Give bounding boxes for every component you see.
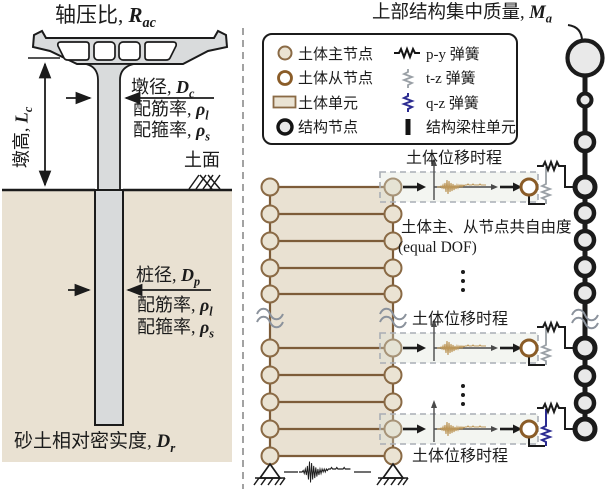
pile-stirrup-label: 配箍率, ρs <box>137 317 215 341</box>
soil-slave-nodes <box>519 177 539 439</box>
soil-displacement-boxes <box>379 158 539 445</box>
legend-soil-master-label: 土体主节点 <box>298 46 374 63</box>
input-ground-motion-wave <box>284 460 371 484</box>
py-spring <box>537 320 575 349</box>
pier-diameter-label: 墩径, Dc <box>131 77 195 101</box>
equal-dof-label-en: (equal DOF) <box>398 239 477 256</box>
tz-spring <box>539 328 553 365</box>
structure-node-icon <box>272 117 298 137</box>
sand-density-label: 砂土相对密实度, Dr <box>14 431 176 455</box>
beam-column-icon <box>390 117 426 137</box>
slave-link <box>528 437 545 447</box>
py-spring-icon <box>390 46 426 61</box>
pier-height-arrow <box>28 57 60 187</box>
slave-link <box>528 356 545 366</box>
structure-nodes <box>565 38 605 442</box>
qz-spring <box>539 409 553 446</box>
girder-cross-section <box>31 29 229 65</box>
soil-displacement-label-bottom: 土体位移时程 <box>412 448 509 465</box>
ellipsis-dots <box>461 270 465 406</box>
pile-diameter-label: 桩径, Dp <box>136 265 201 289</box>
pile-rebar-label: 配筋率, ρl <box>137 295 213 319</box>
equal-dof-label-cn: 土体主、从节点共自由度 <box>401 219 572 236</box>
soil-mesh <box>253 177 409 486</box>
pier-stirrup-label: 配箍率, ρs <box>133 120 211 144</box>
pier-height-label: 墩高, Lc <box>11 106 36 169</box>
soil-displacement-label-mid: 土体位移时程 <box>412 311 509 328</box>
tz-spring <box>539 167 553 204</box>
soil-displacement-label-top: 土体位移时程 <box>406 150 503 167</box>
legend-tz-spring-label: t-z 弹簧 <box>426 71 476 88</box>
ground-hatch-icon <box>188 174 221 190</box>
slave-link <box>528 195 545 205</box>
soil-slave-node-icon <box>272 69 298 87</box>
ground-surface-label: 土面 <box>184 150 220 170</box>
py-spring <box>537 159 575 188</box>
legend-structure-node-label: 结构节点 <box>298 120 359 137</box>
soil-element-icon <box>272 94 298 110</box>
mass-leader <box>567 24 583 42</box>
legend-qz-spring-label: q-z 弹簧 <box>426 95 479 112</box>
legend-soil-element-label: 土体单元 <box>298 95 359 112</box>
axial-ratio-label: 轴压比, Rac <box>55 3 156 32</box>
legend-soil-slave-label: 土体从节点 <box>298 71 374 88</box>
lumped-mass-node <box>565 38 605 78</box>
pile-shaft <box>94 189 124 426</box>
pier-rebar-label: 配筋率, ρl <box>133 99 209 123</box>
pin-support-icon <box>253 463 286 486</box>
pin-support-icon <box>376 463 409 486</box>
legend-beam-column-label: 结构梁柱单元 <box>426 120 517 137</box>
structure-column <box>565 24 605 442</box>
soil-master-nodes <box>260 177 403 466</box>
tz-spring-icon <box>390 67 426 89</box>
qz-spring-icon <box>390 91 426 113</box>
pier-column <box>85 63 135 191</box>
py-spring <box>537 401 575 430</box>
legend-py-spring-label: p-y 弹簧 <box>426 46 480 63</box>
legend-box: 土体主节点 p-y 弹簧 土体从节点 t-z 弹簧 土体单元 q-z 弹簧 结构… <box>262 33 518 145</box>
displacement-box-content <box>403 158 522 442</box>
mass-label: 上部结构集中质量, Ma <box>372 3 553 26</box>
spring-assemblies <box>528 159 575 447</box>
soil-master-node-icon <box>272 44 298 62</box>
